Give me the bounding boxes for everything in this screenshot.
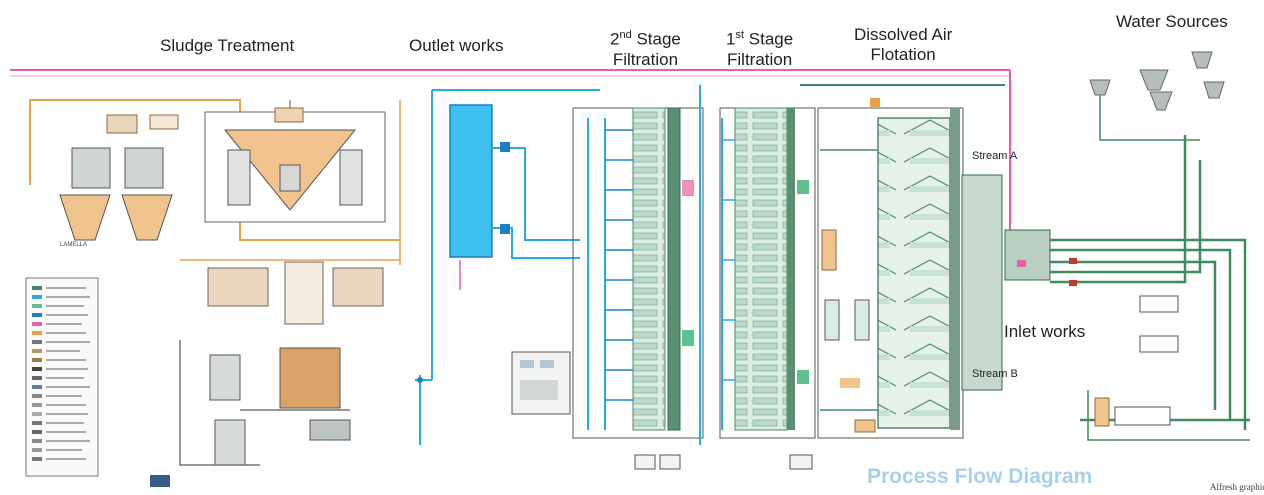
diagram-title: Process Flow Diagram	[867, 465, 1093, 488]
daf-line2: Flotation	[870, 45, 936, 64]
outlet-works-label: Outlet works	[409, 36, 504, 55]
top-pink-line	[10, 69, 1011, 250]
second-stage-word: Stage	[631, 29, 681, 49]
credit-logo-text: Alfresh graphic	[1210, 482, 1264, 492]
first-stage-filtration-word: Filtration	[727, 49, 793, 69]
first-stage-filtration-label: 1st Stage Filtration	[726, 25, 793, 70]
inlet-works-label: Inlet works	[1004, 322, 1086, 341]
second-stage-ordinal: 2	[610, 29, 620, 49]
second-stage-filtration	[572, 85, 704, 470]
first-stage-ordinal: 1	[726, 29, 736, 49]
daf-line1: Dissolved Air	[854, 25, 953, 44]
sludge-thickening-area	[150, 259, 400, 487]
second-stage-filtration-word: Filtration	[612, 49, 679, 69]
first-stage-word: Stage	[744, 29, 794, 49]
dissolved-air-flotation	[817, 98, 964, 439]
stream-b-label: Stream B	[972, 368, 1018, 380]
inlet-works-area	[961, 135, 1250, 441]
sludge-treatment-area: LAMELLA	[29, 99, 400, 248]
water-sources-label: Water Sources	[1116, 12, 1228, 31]
sludge-treatment-label: Sludge Treatment	[160, 36, 295, 55]
first-stage-filtration	[719, 84, 1005, 470]
second-stage-suffix: nd	[619, 29, 632, 41]
stream-a-label: Stream A	[972, 150, 1018, 162]
first-stage-suffix: st	[735, 29, 745, 41]
svg-text:LAMELLA: LAMELLA	[60, 242, 87, 248]
water-sources-area	[1089, 51, 1225, 141]
dissolved-air-flotation-label: Dissolved Air Flotation	[854, 25, 952, 65]
outlet-works-area	[399, 89, 600, 445]
second-stage-filtration-label: 2nd Stage Filtration	[610, 25, 681, 70]
legend-box	[25, 277, 99, 477]
